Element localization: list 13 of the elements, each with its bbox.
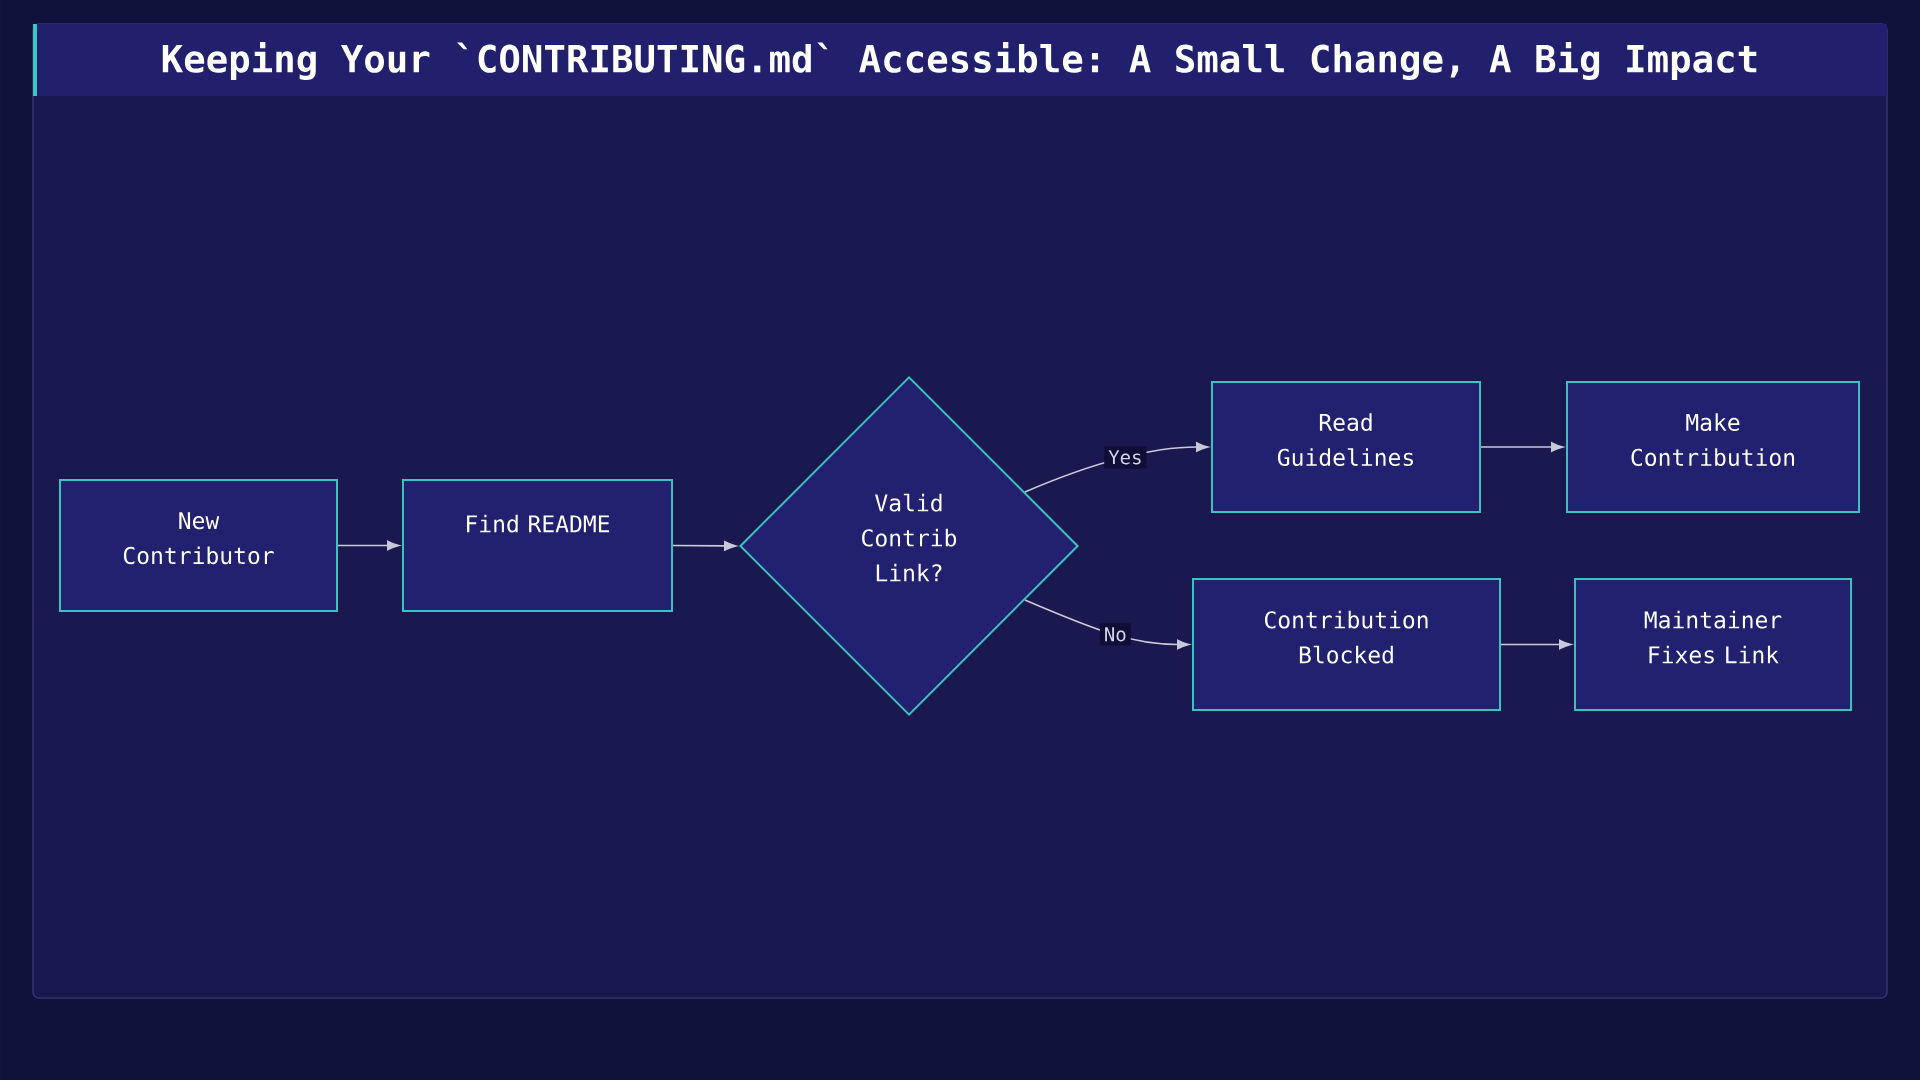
process-box: Read Guidelines xyxy=(1211,381,1481,513)
process-box: Contribution Blocked xyxy=(1192,578,1501,711)
edge-label: Yes xyxy=(1104,446,1147,469)
arrow xyxy=(672,540,737,551)
process-box: New Contributor xyxy=(59,479,338,612)
arrow xyxy=(1480,442,1564,452)
arrow xyxy=(1500,639,1572,650)
process-box: Make Contribution xyxy=(1566,381,1860,513)
process-box: Maintainer Fixes Link xyxy=(1574,578,1852,711)
process-box: Find README xyxy=(402,479,673,612)
arrow xyxy=(337,540,400,551)
edge-label: No xyxy=(1099,623,1131,646)
title-banner: Keeping Your `CONTRIBUTING.md` Accessible: A Small Change, A Big Impact xyxy=(33,24,1887,96)
